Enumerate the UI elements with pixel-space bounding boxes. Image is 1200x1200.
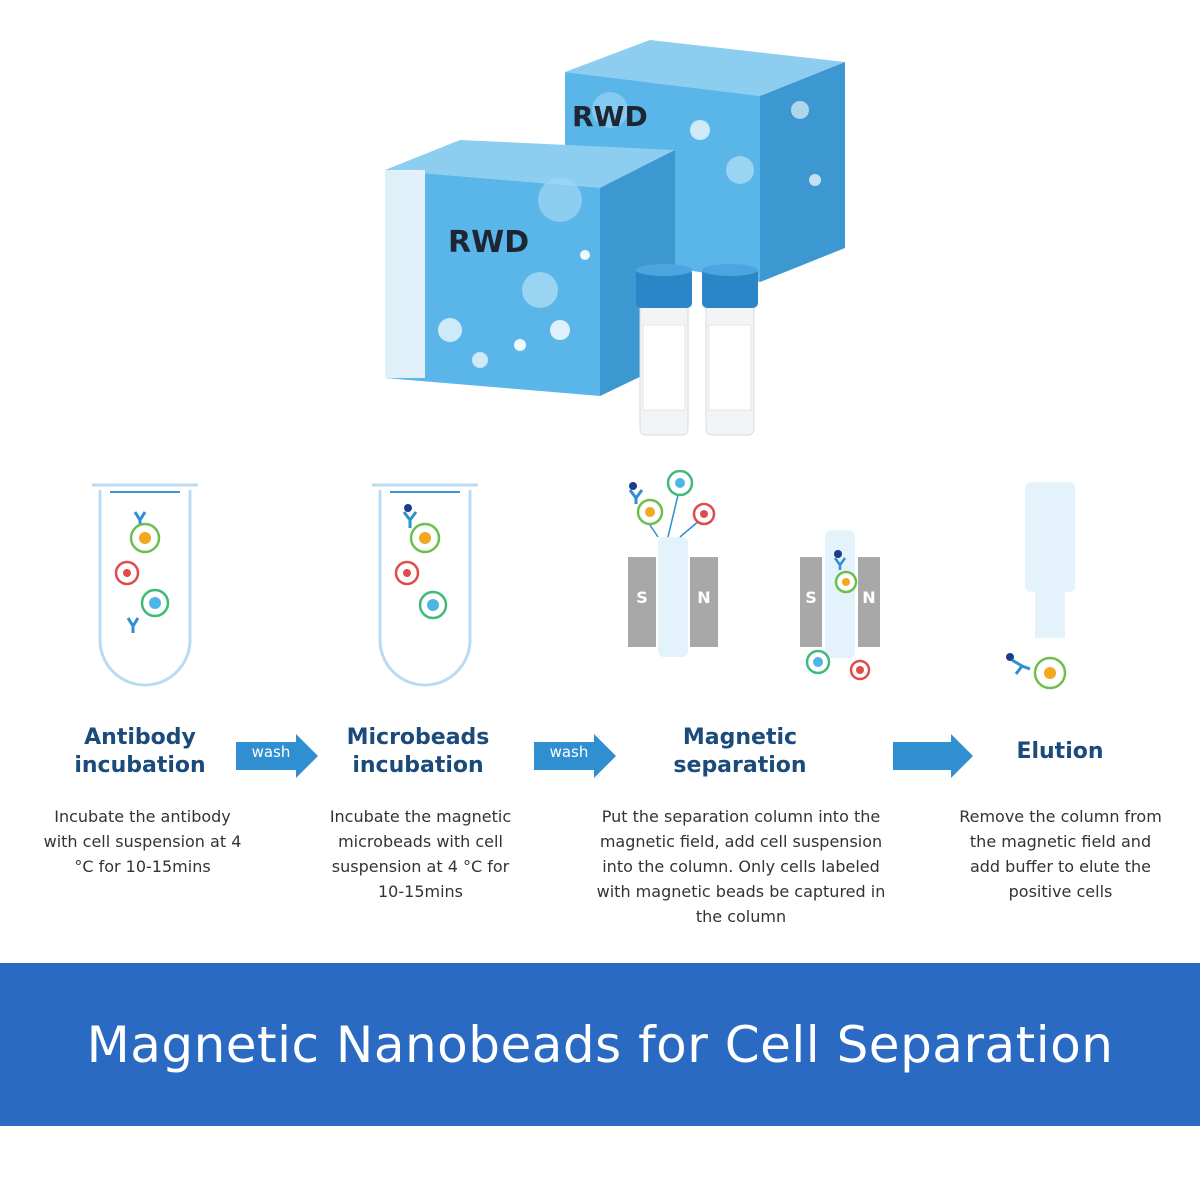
step-3-title: Magnetic separation [673, 725, 807, 778]
reagent-vial-right [702, 264, 758, 436]
antibody-incubation-illustration [80, 470, 210, 700]
step-2-description: Incubate the magnetic microbeads with ce… [329, 807, 512, 901]
elution-illustration [990, 470, 1110, 700]
reagent-vial-left [636, 264, 692, 436]
svg-text:N: N [862, 588, 875, 607]
front-box-logo: RWD [448, 225, 529, 260]
svg-text:S: S [805, 588, 817, 607]
back-box-logo: RWD [572, 100, 648, 133]
step-4-title: Elution [1016, 739, 1104, 764]
step-2-title: Microbeads incubation [346, 725, 490, 778]
wash-arrow-2-label: wash [549, 743, 589, 761]
front-kit-box: RWD [385, 140, 675, 396]
banner-title: Magnetic Nanobeads for Cell Separation [86, 1015, 1114, 1074]
title-banner: Magnetic Nanobeads for Cell Separation [0, 963, 1200, 1126]
step-4-description: Remove the column from the magnetic fiel… [959, 807, 1162, 901]
magnetic-separation-illustration: S N S N [600, 469, 900, 700]
step-3-description: Put the separation column into the magne… [596, 807, 886, 926]
microbeads-incubation-illustration [360, 470, 490, 700]
elution-arrow [893, 734, 975, 778]
step-1-description: Incubate the antibody with cell suspensi… [43, 807, 242, 876]
wash-arrow-1: wash [236, 734, 320, 778]
magnet-south-label: S [636, 588, 648, 607]
magnet-north-label: N [697, 588, 710, 607]
wash-arrow-1-label: wash [251, 743, 291, 761]
product-image: RWD RWD [0, 0, 1200, 460]
wash-arrow-2: wash [534, 734, 618, 778]
step-1-title: Antibody incubation [74, 725, 206, 778]
